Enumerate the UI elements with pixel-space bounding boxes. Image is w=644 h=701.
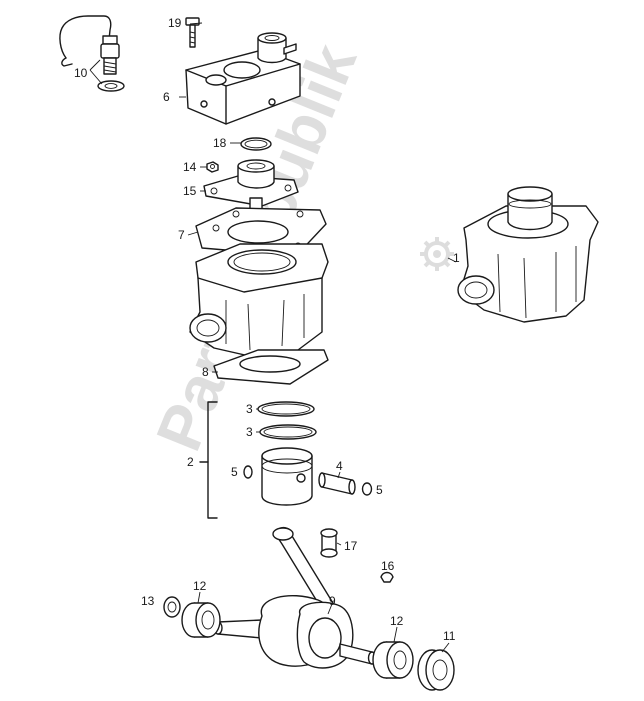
part-11-oil-seal-right: [417, 649, 455, 691]
label-11: 11: [443, 629, 456, 643]
label-17: 17: [344, 539, 358, 553]
cylinder-assembly-view: [189, 243, 329, 359]
gear-icon: [420, 237, 454, 271]
part-15-head-support: [203, 159, 299, 217]
part-5-circlip-right: [361, 482, 373, 496]
part-19-bolt: [185, 17, 200, 48]
label-10: 10: [74, 66, 88, 80]
label-12-left: 12: [193, 579, 207, 593]
part-5-circlip-left: [243, 465, 253, 479]
label-15: 15: [183, 184, 197, 198]
part-3-piston-ring-upper: [257, 401, 315, 417]
part-9-crankshaft: [213, 526, 377, 669]
part-1-cylinder-kit: [457, 186, 599, 323]
label-14: 14: [183, 160, 197, 174]
part-3-piston-ring-lower: [259, 424, 317, 440]
label-12-right: 12: [390, 614, 404, 628]
label-5-right: 5: [376, 483, 383, 497]
part-8-base-gasket: [213, 349, 329, 385]
label-4: 4: [336, 459, 343, 473]
label-16: 16: [381, 559, 395, 573]
part-12-bearing-right: [372, 641, 414, 679]
label-3-lower: 3: [246, 425, 253, 439]
part-labels: 10 19 6 18 14 15 7 1 8 3 3 2 5 4 5 17 16…: [74, 16, 460, 643]
label-2: 2: [187, 455, 194, 469]
part-6-cylinder-head: [185, 32, 301, 125]
piston: [261, 447, 313, 506]
label-5-left: 5: [231, 465, 238, 479]
label-18: 18: [213, 136, 227, 150]
label-7: 7: [178, 228, 185, 242]
part-2-piston-kit-bracket: [199, 401, 218, 519]
label-6: 6: [163, 90, 170, 104]
label-8: 8: [202, 365, 209, 379]
part-4-piston-pin: [318, 472, 356, 495]
part-13-oil-seal-left: [163, 596, 181, 618]
label-1: 1: [453, 251, 460, 265]
part-14-nut: [206, 161, 219, 173]
label-13: 13: [141, 594, 155, 608]
part-10-temperature-sensor: [59, 15, 125, 92]
label-9: 9: [329, 594, 336, 608]
part-16-key: [380, 571, 394, 583]
label-3-upper: 3: [246, 402, 253, 416]
part-18-o-ring: [240, 137, 272, 151]
part-17-needle-bearing: [320, 528, 338, 558]
leader-lines: [89, 22, 457, 653]
label-19: 19: [168, 16, 182, 30]
part-12-bearing-left: [181, 602, 221, 638]
